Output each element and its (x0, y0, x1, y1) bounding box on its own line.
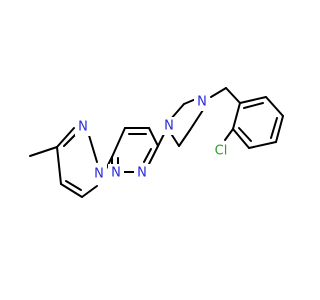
bond-pz-c3-n2 (56, 127, 75, 148)
bond-ch2-ph (225, 87, 241, 104)
atom-piperazine-n1: N (164, 119, 174, 134)
bond-pd-c4-c3 (148, 127, 159, 147)
atom-labels: Cl N N N N N N (75, 93, 234, 183)
bond-ph-5 (232, 128, 250, 149)
bond-pz-n2-n1 (87, 131, 98, 163)
atom-pyridazine-n1: N (111, 166, 121, 181)
bond-ph-2 (265, 96, 284, 117)
bond-pz-c4-c3 (56, 146, 62, 185)
bond-ph-3 (275, 115, 284, 143)
atom-piperazine-n4: N (197, 95, 207, 110)
bond-ph-1 (239, 96, 267, 104)
bond-methyl (29, 146, 58, 157)
bond-pz-c5-c4 (60, 183, 83, 198)
bond-ph-6 (232, 102, 241, 130)
bond-pd-c6-c5 (111, 127, 126, 158)
bond-ph-cl (224, 128, 234, 141)
bond-n4-ch2 (210, 87, 227, 98)
bond-pp-cc-cd (178, 129, 191, 147)
atom-pyridazine-n2: N (137, 166, 147, 181)
atom-chlorine: Cl (215, 144, 228, 159)
bond-pz-c5-c4-inner (65, 180, 82, 191)
bonds (29, 87, 284, 198)
molecule-structure: Cl N N N N N N (29, 87, 284, 198)
bond-ph-3-inner (270, 117, 278, 139)
bond-ph-4 (248, 141, 277, 149)
bond-pz-c3-n2-inner (63, 132, 78, 147)
bond-ph-1-inner (243, 102, 264, 109)
atom-pyrazole-n1: N (94, 167, 104, 182)
molecule-canvas: Cl N N N N N N (29, 87, 284, 198)
bond-pz-n1-c5 (81, 185, 98, 198)
bond-pp-n4-cc (189, 109, 204, 131)
atom-pyrazole-n2: N (78, 120, 88, 135)
bond-pd-c3-n2 (148, 145, 159, 165)
bond-pd-c3-n2-inner (143, 148, 152, 163)
bond-ph-5-inner (238, 127, 252, 142)
bond-pd-pp (157, 133, 165, 147)
